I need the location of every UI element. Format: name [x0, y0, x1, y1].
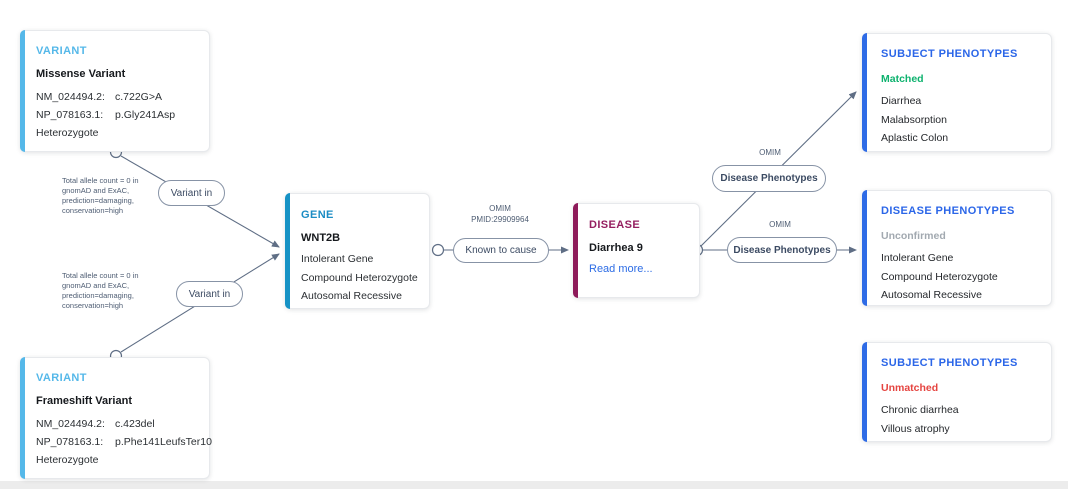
transcript-id: NM_024494.2:: [36, 418, 105, 430]
transcript-row: NM_024494.2: c.722G>A: [36, 88, 203, 106]
zygosity-label: Heterozygote: [36, 127, 99, 139]
edge-annotation-allele-1: Total allele count = 0 in gnomAD and ExA…: [62, 176, 139, 215]
edge-label-variant-in-2: Variant in: [176, 281, 243, 307]
disease-node[interactable]: DISEASE Diarrhea 9 Read more...: [573, 203, 700, 298]
node-type-label: SUBJECT PHENOTYPES: [881, 48, 1018, 60]
read-more-link[interactable]: Read more...: [589, 263, 653, 275]
edge-source-omim-1: OMIM: [759, 148, 781, 157]
node-type-label: VARIANT: [36, 45, 87, 57]
protein-row: NP_078163.1: p.Gly241Asp: [36, 106, 203, 124]
edge-label-known-to-cause: Known to cause: [453, 238, 549, 263]
transcript-id: NM_024494.2:: [36, 91, 105, 103]
node-type-label: DISEASE: [589, 219, 641, 231]
variant-node-frameshift[interactable]: VARIANT Frameshift Variant NM_024494.2: …: [20, 357, 212, 479]
phenotype-item: Compound Heterozygote: [881, 270, 998, 283]
cdna-change: c.722G>A: [115, 91, 162, 103]
zygosity-label: Heterozygote: [36, 454, 99, 466]
transcript-row: NM_024494.2: c.423del: [36, 415, 203, 433]
disease-name: Diarrhea 9: [589, 242, 643, 254]
canvas-bottom-strip: [0, 481, 1068, 489]
protein-change: p.Gly241Asp: [115, 109, 176, 121]
node-type-label: DISEASE PHENOTYPES: [881, 205, 1015, 217]
subject-phenotypes-unmatched-node[interactable]: SUBJECT PHENOTYPES Unmatched Chronic dia…: [862, 342, 1052, 442]
phenotype-item: Intolerant Gene: [881, 252, 954, 264]
edge-source-omim-2: OMIM: [769, 220, 791, 229]
gene-attribute: Compound Heterozygote: [301, 271, 418, 284]
node-type-label: SUBJECT PHENOTYPES: [881, 357, 1018, 369]
node-type-label: GENE: [301, 209, 334, 221]
gene-symbol: WNT2B: [301, 232, 341, 244]
variant-title: Frameshift Variant: [36, 395, 132, 407]
match-status: Unmatched: [881, 382, 939, 394]
protein-row: NP_078163.1: p.Phe141LeufsTer10: [36, 433, 212, 451]
variant-title: Missense Variant: [36, 68, 126, 80]
protein-id: NP_078163.1:: [36, 109, 104, 121]
edge-label-variant-in-1: Variant in: [158, 180, 225, 206]
match-status: Matched: [881, 73, 924, 85]
cdna-change: c.423del: [115, 418, 155, 430]
phenotype-item: Villous atrophy: [881, 422, 950, 435]
edge-label-disease-phenotypes-2: Disease Phenotypes: [727, 237, 837, 263]
edge-label-disease-phenotypes-1: Disease Phenotypes: [712, 165, 826, 192]
protein-id: NP_078163.1:: [36, 436, 104, 448]
protein-change: p.Phe141LeufsTer10: [115, 436, 212, 448]
phenotype-item: Aplastic Colon: [881, 132, 949, 144]
disease-phenotypes-node[interactable]: DISEASE PHENOTYPES Unconfirmed Intoleran…: [862, 190, 1052, 306]
edge-annotation-allele-2: Total allele count = 0 in gnomAD and ExA…: [62, 271, 139, 310]
match-status: Unconfirmed: [881, 230, 946, 242]
connector-port-gene: [431, 243, 445, 257]
gene-attribute: Intolerant Gene: [301, 253, 374, 265]
edge-source-omim-pmid: OMIM PMID:29909964: [471, 204, 529, 224]
phenotype-item: Diarrhea: [881, 95, 922, 107]
phenotype-item: Autosomal Recessive: [881, 289, 982, 301]
phenotype-item: Chronic diarrhea: [881, 404, 959, 416]
gene-attribute: Autosomal Recessive: [301, 290, 402, 302]
gene-node[interactable]: GENE WNT2B Intolerant Gene Compound Hete…: [285, 193, 430, 309]
subject-phenotypes-matched-node[interactable]: SUBJECT PHENOTYPES Matched Diarrhea Mala…: [862, 33, 1052, 152]
variant-node-missense[interactable]: VARIANT Missense Variant NM_024494.2: c.…: [20, 30, 210, 152]
node-type-label: VARIANT: [36, 372, 87, 384]
phenotype-item: Malabsorption: [881, 113, 947, 126]
